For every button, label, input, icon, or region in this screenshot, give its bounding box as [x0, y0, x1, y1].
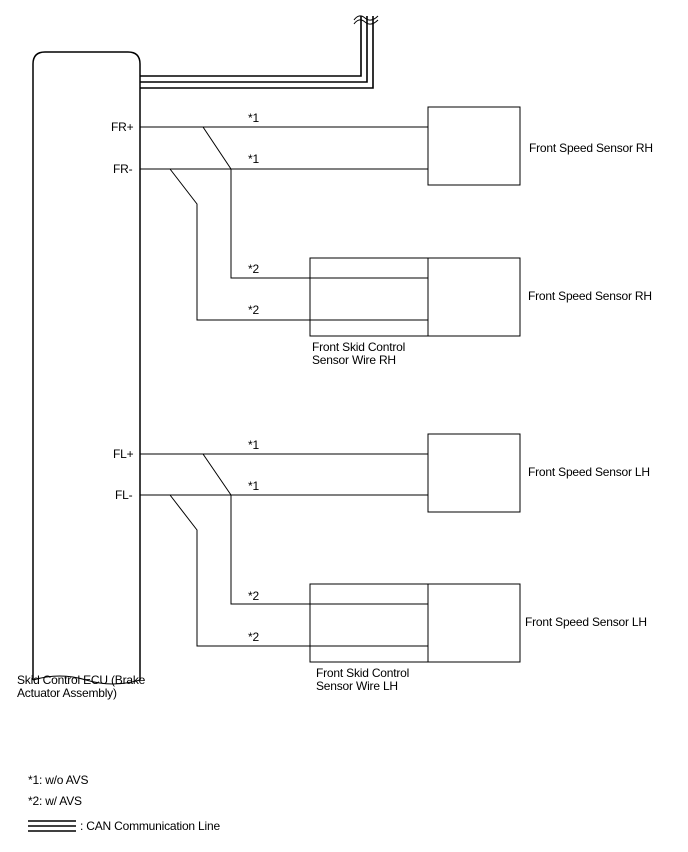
- sensor-wire-box-lh: [309, 583, 429, 663]
- wire-mark-star1: *1: [248, 111, 259, 125]
- pin-fr-plus: FR+: [111, 120, 134, 134]
- sensor-box-rh-2: [427, 257, 521, 337]
- sensor-wire-label-rh: Front Skid Control Sensor Wire RH: [312, 340, 406, 367]
- sensor-box-rh-1: [427, 106, 521, 186]
- sensor-label-rh-2: Front Speed Sensor RH: [528, 289, 652, 303]
- sensor-wire-box-rh: [309, 257, 429, 337]
- pin-fl-plus: FL+: [113, 447, 134, 461]
- legend-note-2: *2: w/ AVS: [28, 794, 82, 808]
- wire-mark-star1: *1: [248, 479, 259, 493]
- sensor-box-lh-1: [427, 433, 521, 513]
- wire-mark-star2: *2: [248, 589, 259, 603]
- legend-can-label: : CAN Communication Line: [80, 819, 220, 833]
- pin-fr-minus: FR-: [113, 162, 133, 176]
- pin-fl-minus: FL-: [115, 488, 133, 502]
- sensor-wire-label-lh: Front Skid Control Sensor Wire LH: [316, 666, 410, 693]
- sensor-label-rh-1: Front Speed Sensor RH: [529, 141, 653, 155]
- wire-mark-star2: *2: [248, 262, 259, 276]
- lh-wiring: [140, 453, 428, 647]
- can-line-break-symbol: [353, 15, 379, 25]
- ecu-label: Skid Control ECU (Brake Actuator Assembl…: [17, 673, 146, 700]
- ecu-bottom-wavy: [32, 675, 141, 685]
- wire-mark-star1: *1: [248, 152, 259, 166]
- legend-can-symbol: [28, 820, 76, 832]
- can-line: [140, 16, 374, 89]
- sensor-label-lh-2: Front Speed Sensor LH: [525, 615, 647, 629]
- wire-mark-star1: *1: [248, 438, 259, 452]
- wire-mark-star2: *2: [248, 630, 259, 644]
- sensor-label-lh-1: Front Speed Sensor LH: [528, 465, 650, 479]
- wire-mark-star2: *2: [248, 303, 259, 317]
- legend-note-1: *1: w/o AVS: [28, 773, 89, 787]
- sensor-box-lh-2: [427, 583, 521, 663]
- rh-wiring: [140, 126, 428, 321]
- ecu-box: [32, 51, 141, 680]
